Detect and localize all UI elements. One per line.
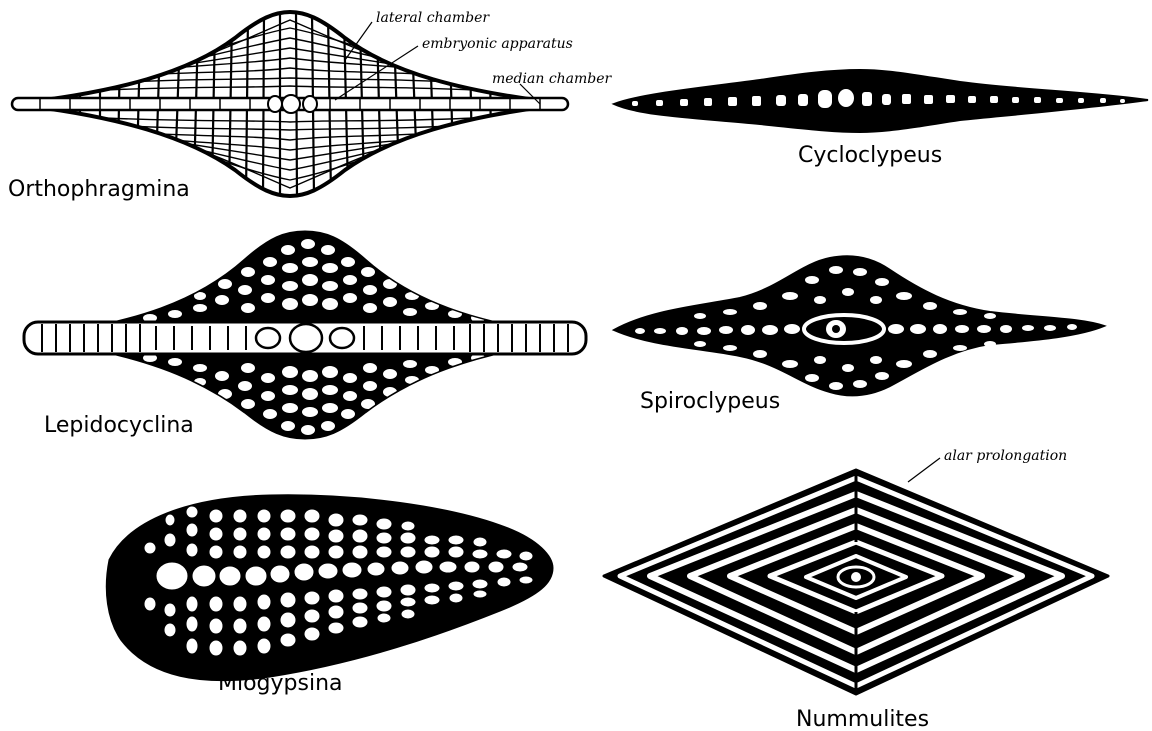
miogypsina-label: Miogypsina (218, 671, 343, 696)
spiroclypeus-specimen: Spiroclypeus (614, 256, 1104, 414)
alar-prolongation-leader (908, 458, 940, 482)
cycloclypeus-test-outline (614, 70, 1148, 132)
spiroclypeus-label: Spiroclypeus (640, 389, 780, 414)
nummulites-specimen: alar prolongation Nummulites (604, 448, 1108, 731)
lepidocyclina-embryonic-apparatus (256, 324, 354, 352)
nummulites-label: Nummulites (796, 707, 929, 731)
lepidocyclina-specimen: Lepidocyclina (24, 232, 586, 438)
lateral-chamber-label: lateral chamber (376, 10, 490, 26)
embryonic-apparatus-label: embryonic apparatus (422, 36, 573, 52)
lepidocyclina-label: Lepidocyclina (44, 413, 194, 438)
orthophragmina-specimen: lateral chamber embryonic apparatus medi… (8, 10, 613, 202)
orthophragmina-label: Orthophragmina (8, 177, 190, 202)
cycloclypeus-label: Cycloclypeus (798, 143, 942, 168)
orthophragmina-embryonic-apparatus (268, 95, 317, 113)
alar-prolongation-label: alar prolongation (944, 448, 1067, 464)
miogypsina-specimen: Miogypsina (107, 496, 552, 696)
median-chamber-label: median chamber (492, 71, 613, 87)
cycloclypeus-specimen: Cycloclypeus (614, 70, 1148, 168)
